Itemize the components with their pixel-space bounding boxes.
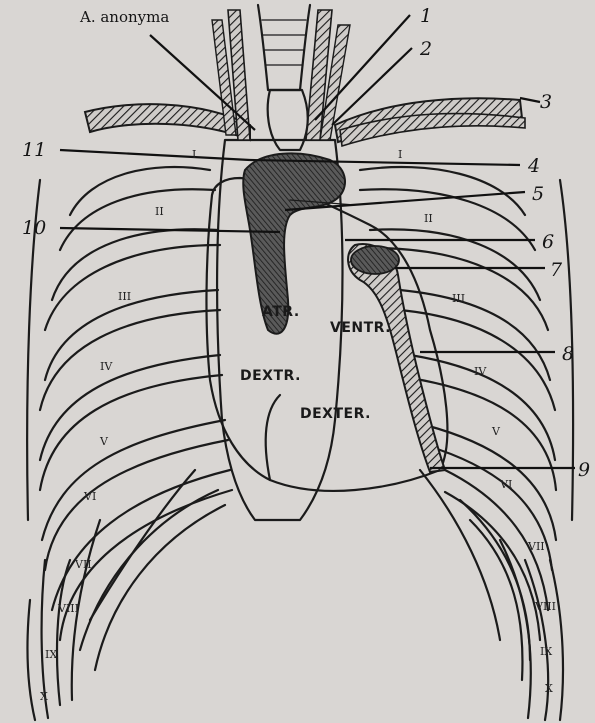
rib-label-r-6: VI bbox=[83, 490, 96, 503]
neck-structures bbox=[212, 5, 350, 150]
rib-label-r-3: III bbox=[118, 290, 131, 303]
ribs-left-of-image bbox=[27, 167, 232, 720]
label-atr: ATR. bbox=[262, 304, 300, 320]
rib-label-l-6: VI bbox=[499, 478, 512, 491]
rib-label-l-10: X bbox=[545, 682, 553, 695]
label-dextr: DEXTR. bbox=[240, 368, 301, 384]
rib-label-r-2: II bbox=[155, 205, 164, 218]
rib-label-r-1: I bbox=[192, 148, 196, 161]
rib-label-l-1: I bbox=[398, 148, 402, 161]
callout-10: 10 bbox=[22, 217, 46, 239]
rib-label-l-3: III bbox=[452, 292, 465, 305]
label-ventr: VENTR. bbox=[330, 320, 391, 336]
rib-label-r-4: IV bbox=[100, 360, 113, 373]
rib-label-l-4: IV bbox=[474, 365, 487, 378]
rib-label-r-8: VIII bbox=[57, 602, 79, 615]
callout-11: 11 bbox=[22, 139, 46, 161]
callout-5: 5 bbox=[532, 183, 544, 205]
label-dexter: DEXTER. bbox=[300, 406, 371, 422]
rib-label-r-7: VII bbox=[74, 558, 92, 571]
rib-label-l-7: VII bbox=[527, 540, 545, 553]
callout-7: 7 bbox=[550, 259, 563, 281]
callout-2: 2 bbox=[419, 38, 432, 60]
rib-label-l-2: II bbox=[424, 212, 433, 225]
heart bbox=[206, 153, 447, 490]
rib-label-l-8: VIII bbox=[534, 600, 556, 613]
callout-1: 1 bbox=[420, 5, 432, 27]
rib-label-l-9: IX bbox=[540, 645, 552, 658]
rib-label-r-5: V bbox=[99, 435, 109, 448]
heart-outline bbox=[206, 178, 447, 491]
rib-label-r-10: X bbox=[40, 690, 48, 703]
callout-9: 9 bbox=[578, 459, 590, 481]
callout-6: 6 bbox=[542, 231, 554, 253]
callout-4: 4 bbox=[527, 155, 540, 177]
label-a-anonyma: A. anonyma bbox=[79, 8, 169, 26]
callout-8: 8 bbox=[562, 343, 574, 365]
callout-3: 3 bbox=[540, 91, 552, 113]
rib-label-r-9: IX bbox=[45, 648, 57, 661]
rib-label-l-5: V bbox=[491, 425, 501, 438]
